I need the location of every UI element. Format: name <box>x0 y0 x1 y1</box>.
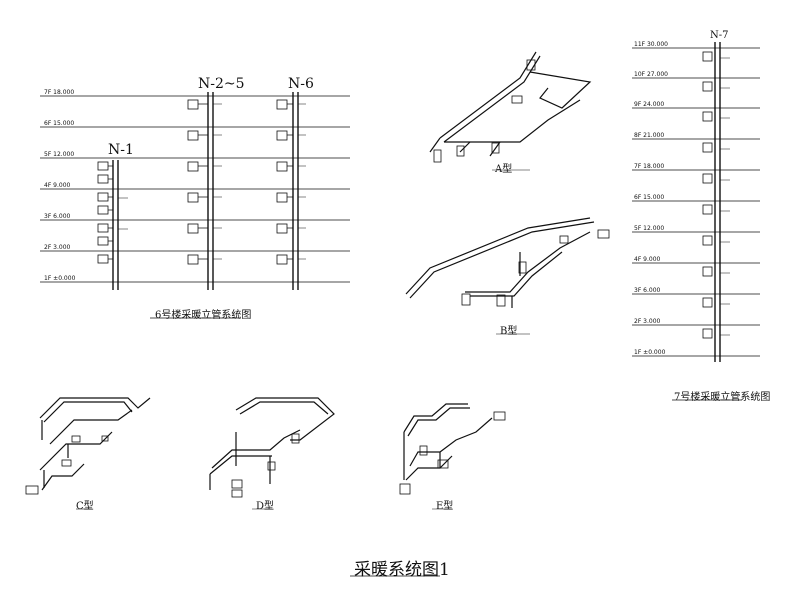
riser-label-n6: N-6 <box>288 76 314 92</box>
level-label: 5F 12.000 <box>44 151 75 158</box>
level-label: 11F 30.000 <box>634 41 668 48</box>
type-a-label: A型 <box>495 164 513 175</box>
level-label: 8F 21.000 <box>634 132 665 139</box>
type-c-isometric <box>25 397 151 510</box>
level-label: 6F 15.000 <box>634 194 665 201</box>
type-d-label: D型 <box>256 501 275 512</box>
level-label: 9F 24.000 <box>634 101 665 108</box>
level-label: 5F 12.000 <box>634 225 665 232</box>
type-b-label: B型 <box>500 326 518 337</box>
level-label: 4F 9.000 <box>634 256 661 263</box>
level-label: 2F 3.000 <box>634 318 661 325</box>
building6-caption: 6号楼采暖立管系统图 <box>155 310 252 321</box>
level-label: 6F 15.000 <box>44 120 75 127</box>
level-label: 3F 6.000 <box>634 287 661 294</box>
type-c-label: C型 <box>76 501 94 512</box>
type-e-isometric <box>399 403 506 510</box>
building6-riser-diagram <box>40 92 350 319</box>
type-a-isometric <box>429 51 592 171</box>
riser-label-n1: N-1 <box>108 142 134 158</box>
level-label: 7F 18.000 <box>634 163 665 170</box>
building7-riser-diagram <box>632 42 760 401</box>
type-d-isometric <box>209 397 335 510</box>
type-b-isometric <box>405 217 610 335</box>
riser-label-n7: N-7 <box>710 30 729 41</box>
level-label: 2F 3.000 <box>44 244 71 251</box>
riser-label-n2-5: N-2~5 <box>198 76 245 92</box>
sheet-title: 采暖系统图1 <box>354 560 450 580</box>
level-label: 7F 18.000 <box>44 89 75 96</box>
level-label: 10F 27.000 <box>634 71 668 78</box>
level-label: 3F 6.000 <box>44 213 71 220</box>
building7-caption: 7号楼采暖立管系统图 <box>674 392 771 403</box>
level-label: 4F 9.000 <box>44 182 71 189</box>
level-label: 1F ±0.000 <box>44 275 76 282</box>
type-e-label: E型 <box>436 501 454 512</box>
level-label: 1F ±0.000 <box>634 349 666 356</box>
